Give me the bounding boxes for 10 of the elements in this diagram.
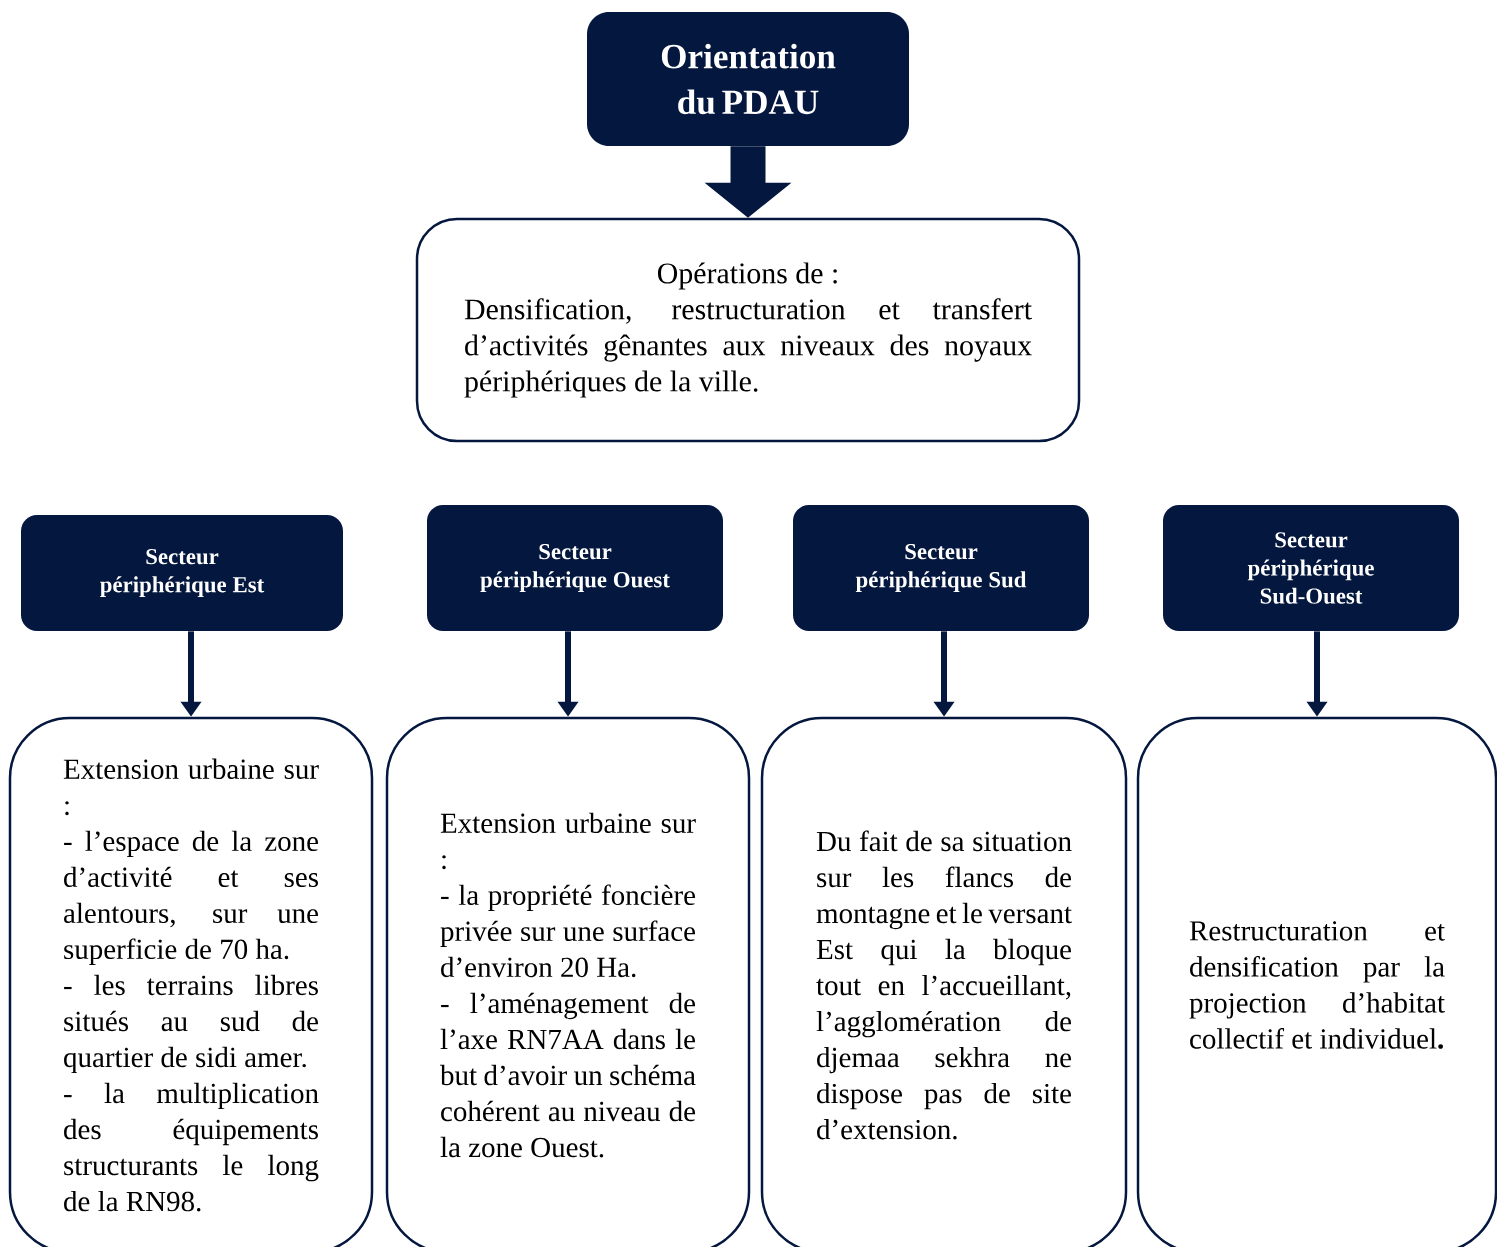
info-box: Du fait de sa situation sur les flancs de montagne et le versant Est qui la bloque tout en l’accueillant, l’agglomération de djemaa sekhra ne dispose pas de site d’extension. [760,716,1128,1247]
sector-box: Secteur périphérique Sud [793,505,1089,631]
text-box: Opérations de : Densification, restructuration et transfert d’activités gênantes aux niveaux des noyaux périphériques de la ville. [415,217,1081,443]
sector-box: Secteur périphérique Sud-Ouest [1163,505,1459,631]
sector-box: Secteur périphérique Est [21,515,343,631]
info-box: Restructuration et densification par la projection d’habitat collectif et individuel. [1136,716,1497,1247]
info-box: Extension urbaine sur : - la propriété foncière privée sur une surface d’environ 20 Ha. - l’aménagement de l’axe RN7AA dans le but d’avoir un schéma cohérent au niveau de la zone Ouest. [385,716,751,1247]
title-box: Orientation du PDAU [587,12,909,146]
sector-box: Secteur périphérique Ouest [427,505,723,631]
info-box: Extension urbaine sur : - l’espace de la zone d’activité et ses alentours, sur une superficie de 70 ha. - les terrains libres situés au sud de quartier de sidi amer. - la multiplication des équipements structurants le long de la RN98. [8,716,374,1247]
